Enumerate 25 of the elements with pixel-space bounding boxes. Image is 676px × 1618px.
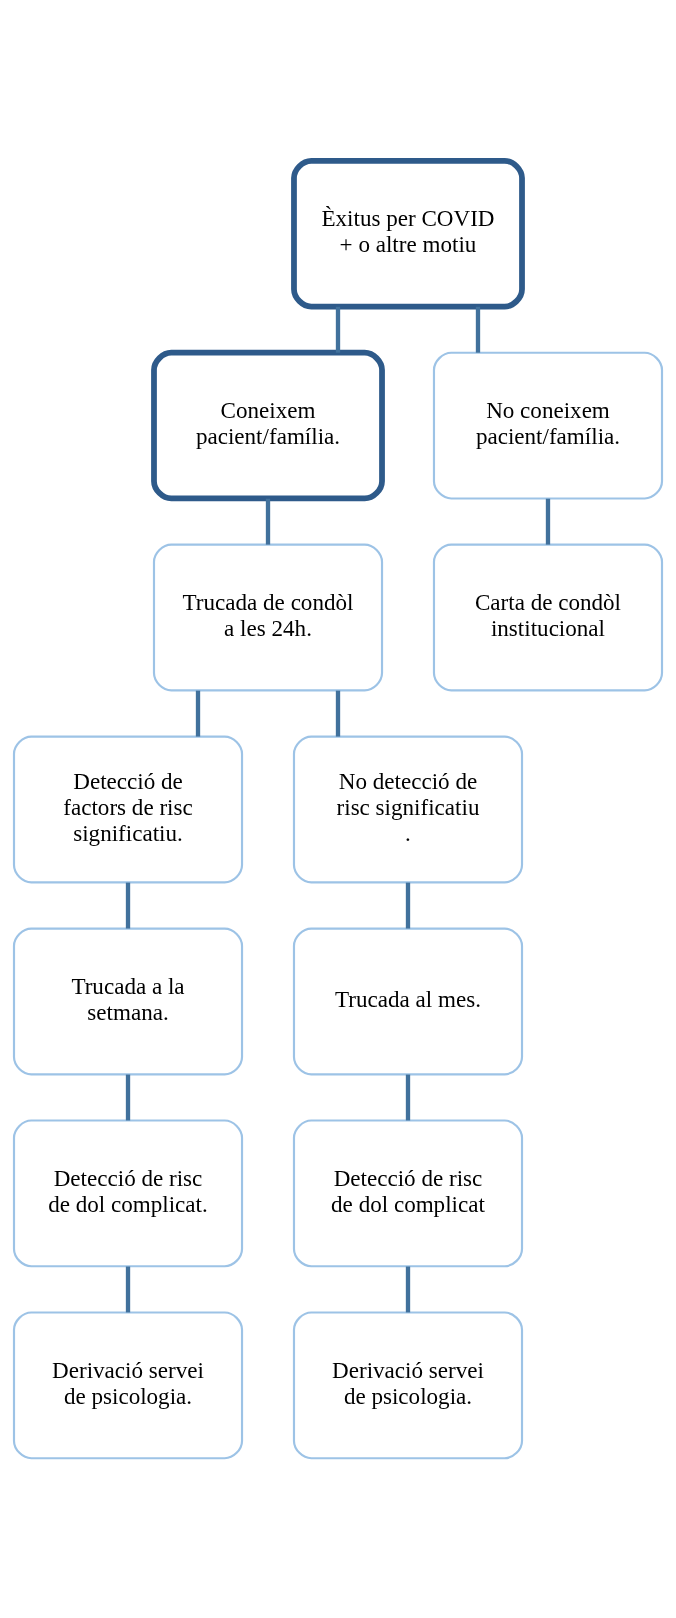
connector — [125, 1074, 131, 1120]
node-box: No detecció de risc significatiu . — [292, 735, 524, 883]
node-box: Trucada al mes. — [292, 927, 524, 1075]
connector — [405, 882, 411, 929]
node-box: Carta de condòl institucional — [432, 543, 664, 691]
connector — [335, 306, 341, 353]
node-box: Trucada de condòl a les 24h. — [152, 543, 384, 691]
connector — [335, 690, 341, 737]
connector — [405, 1266, 411, 1312]
connector — [405, 1074, 411, 1120]
node-box: Detecció de risc de dol complicat. — [12, 1118, 244, 1267]
connector — [265, 498, 271, 545]
connector — [125, 882, 131, 929]
node-box: Derivació servei de psicologia. — [292, 1310, 524, 1459]
node-box: Coneixem pacient/família. — [151, 349, 385, 501]
node-box: Derivació servei de psicologia. — [12, 1310, 244, 1459]
connector — [195, 690, 201, 737]
node-box: Èxitus per COVID + o altre motiu — [291, 157, 525, 309]
node-box: Detecció de factors de risc significatiu. — [12, 735, 244, 883]
connector — [125, 1266, 131, 1312]
connector — [475, 306, 481, 353]
node-box: Detecció de risc de dol complicat — [292, 1118, 524, 1267]
connector — [545, 498, 551, 545]
node-box: Trucada a la setmana. — [12, 927, 244, 1075]
node-box: No coneixem pacient/família. — [432, 351, 664, 500]
